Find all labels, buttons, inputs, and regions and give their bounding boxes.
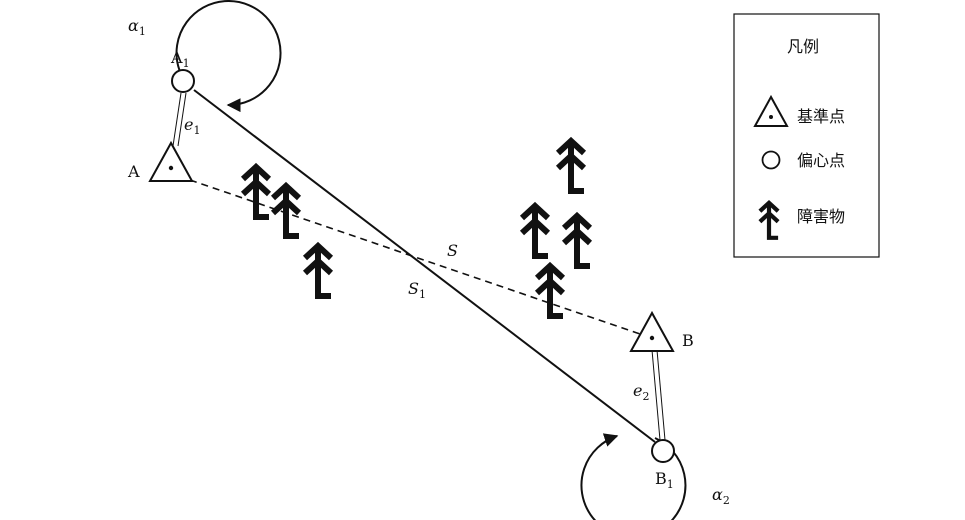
label-A1: A1 — [170, 48, 190, 70]
circle-icon — [761, 150, 781, 170]
legend-item-label: 基準点 — [797, 107, 845, 126]
obstacle-icon — [564, 216, 590, 266]
label-S1: S1 — [408, 279, 426, 301]
label-e2: e2 — [633, 381, 649, 403]
base-point-A — [148, 140, 194, 182]
legend-title: 凡例 — [787, 37, 819, 56]
label-B: B — [682, 331, 694, 350]
eccentric-point-B1 — [651, 439, 675, 463]
label-e1: e1 — [184, 115, 200, 137]
legend-item-label: 偏心点 — [797, 151, 845, 170]
angle-arc-alpha1 — [175, 0, 282, 113]
obstacle-icon — [305, 246, 331, 296]
obstacle-icon — [558, 141, 584, 191]
label-alpha2: α2 — [712, 485, 730, 507]
label-S: S — [447, 241, 458, 260]
obstacle-icon — [273, 186, 299, 236]
line-S1 — [193, 89, 656, 443]
line-S — [189, 179, 641, 335]
label-B1: B1 — [655, 469, 674, 491]
label-alpha1: α1 — [128, 16, 146, 38]
obstacle-icon — [537, 266, 563, 316]
label-A: A — [127, 162, 140, 181]
legend-item-label: 障害物 — [797, 207, 845, 226]
eccentric-link-e1 — [172, 92, 187, 147]
triangle-dot-icon — [753, 94, 789, 127]
angle-arc-alpha2 — [580, 433, 687, 520]
base-point-B — [629, 310, 675, 352]
legend: 凡例 基準点 偏心点 障害物 — [733, 13, 880, 258]
eccentric-link-e2 — [651, 349, 666, 441]
eccentric-point-A1 — [171, 69, 195, 93]
obstacle-icon — [243, 167, 269, 217]
obstacle-icon — [522, 206, 548, 256]
